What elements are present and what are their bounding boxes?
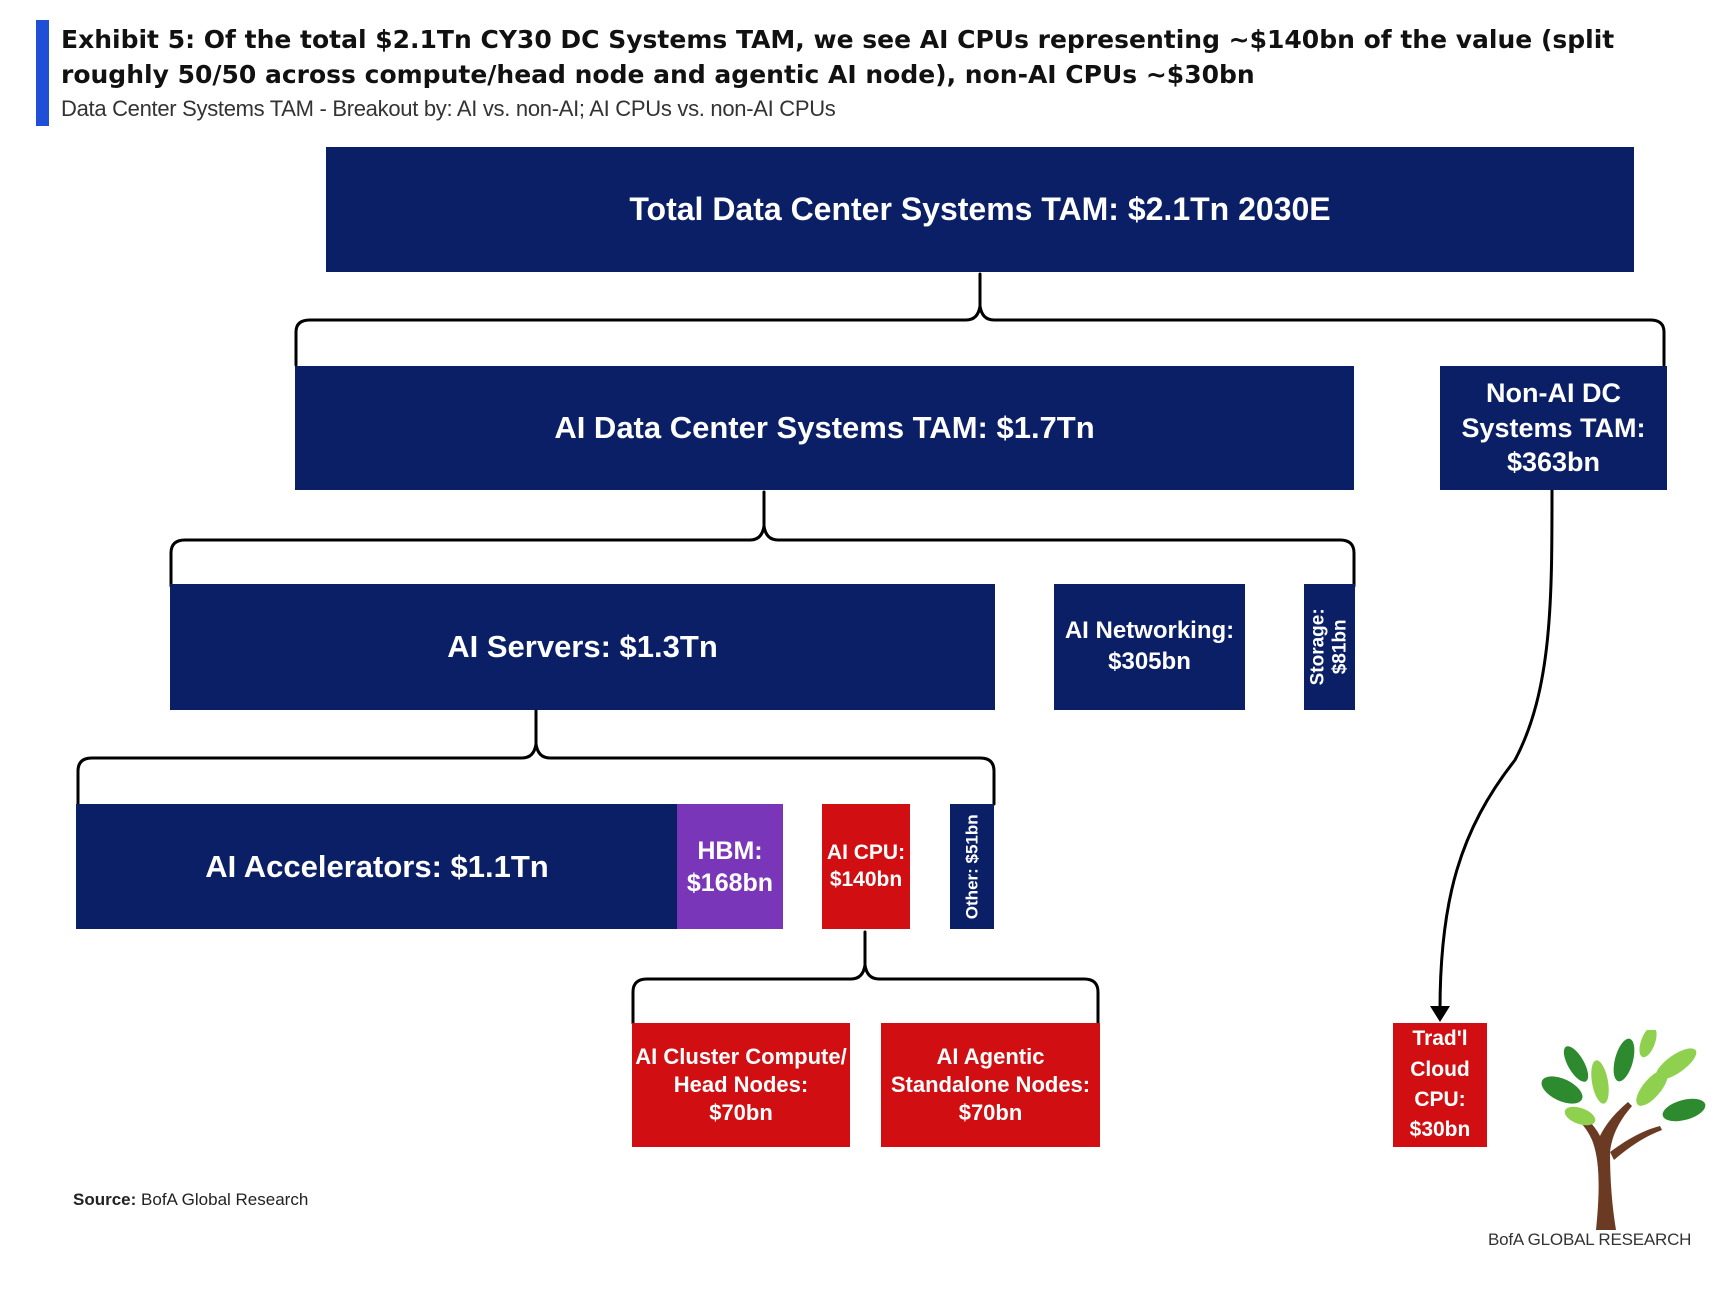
node-agentic: AI Agentic Standalone Nodes: $70bn bbox=[881, 1023, 1100, 1147]
node-agentic-line-3: $70bn bbox=[958, 1100, 1023, 1126]
node-ai-networking: AI Networking: $305bn bbox=[1054, 584, 1245, 710]
node-other-label: Other: $51bn bbox=[962, 814, 982, 919]
brace-ai-dc bbox=[169, 490, 1356, 588]
node-trad-cloud-cpu-line-3: CPU: bbox=[1414, 1088, 1466, 1111]
node-cluster-compute: AI Cluster Compute/ Head Nodes: $70bn bbox=[632, 1023, 850, 1147]
node-cluster-compute-line-2: Head Nodes: bbox=[673, 1071, 809, 1097]
node-other-text: Other: $51bn bbox=[962, 814, 982, 919]
node-hbm-line-2: $168bn bbox=[686, 868, 774, 897]
node-storage: Storage: $81bn bbox=[1304, 584, 1355, 710]
node-hbm: HBM: $168bn bbox=[677, 804, 783, 929]
node-cluster-compute-line-3: $70bn bbox=[709, 1100, 773, 1126]
source-text: BofA Global Research bbox=[136, 1190, 309, 1209]
node-non-ai-dc-line-2: Systems TAM: bbox=[1461, 412, 1646, 443]
brace-ai-cpu bbox=[631, 930, 1100, 1025]
node-ai-cpu-line-2: $140bn bbox=[829, 867, 903, 891]
node-ai-dc-label: AI Data Center Systems TAM: $1.7Tn bbox=[554, 410, 1095, 446]
node-ai-cpu-line-1: AI CPU: bbox=[826, 840, 906, 864]
arrow-head bbox=[1430, 1006, 1450, 1022]
node-non-ai-dc-line-3: $363bn bbox=[1506, 447, 1601, 478]
node-total-label: Total Data Center Systems TAM: $2.1Tn 20… bbox=[629, 191, 1331, 228]
node-trad-cloud-cpu: Trad'l Cloud CPU: $30bn bbox=[1393, 1023, 1487, 1147]
node-trad-cloud-cpu-line-4: $30bn bbox=[1409, 1118, 1471, 1142]
tree-logo-icon bbox=[1541, 1030, 1706, 1230]
source-label: Source: bbox=[73, 1190, 137, 1209]
node-ai-dc: AI Data Center Systems TAM: $1.7Tn bbox=[295, 366, 1354, 490]
node-trad-cloud-cpu-line-1: Trad'l bbox=[1412, 1027, 1468, 1051]
node-ai-accelerators: AI Accelerators: $1.1Tn bbox=[76, 804, 678, 929]
node-agentic-line-1: AI Agentic bbox=[936, 1043, 1045, 1069]
node-storage-line-1: Storage: bbox=[1307, 608, 1329, 686]
node-agentic-line-2: Standalone Nodes: bbox=[890, 1071, 1091, 1097]
node-ai-networking-line-2: $305bn bbox=[1108, 648, 1191, 675]
source-note: Source: BofA Global Research bbox=[73, 1190, 308, 1210]
node-other: Other: $51bn bbox=[950, 804, 994, 929]
node-ai-servers-label: AI Servers: $1.3Tn bbox=[447, 629, 718, 665]
exhibit-title: Exhibit 5: Of the total $2.1Tn CY30 DC S… bbox=[61, 25, 1615, 89]
node-trad-cloud-cpu-line-2: Cloud bbox=[1410, 1057, 1470, 1081]
node-non-ai-dc: Non-AI DC Systems TAM: $363bn bbox=[1440, 366, 1667, 490]
node-non-ai-dc-line-1: Non-AI DC bbox=[1486, 378, 1621, 409]
node-ai-networking-line-1: AI Networking: bbox=[1064, 617, 1235, 645]
node-storage-line-2: $81bn bbox=[1329, 619, 1351, 675]
exhibit-subtitle: Data Center Systems TAM - Breakout by: A… bbox=[61, 96, 836, 121]
brace-ai-servers bbox=[76, 708, 996, 806]
curve-non-ai-to-trad-cloud bbox=[1438, 488, 1554, 1012]
node-ai-accelerators-label: AI Accelerators: $1.1Tn bbox=[205, 848, 549, 884]
node-ai-cpu: AI CPU: $140bn bbox=[822, 804, 910, 929]
brace-total bbox=[294, 272, 1666, 367]
node-storage-text: Storage: $81bn bbox=[1308, 608, 1352, 685]
brand-label: BofA GLOBAL RESEARCH bbox=[1488, 1230, 1692, 1249]
node-total: Total Data Center Systems TAM: $2.1Tn 20… bbox=[326, 147, 1634, 272]
title-accent-bar bbox=[36, 20, 49, 126]
node-hbm-line-1: HBM: bbox=[697, 836, 763, 865]
node-ai-servers: AI Servers: $1.3Tn bbox=[170, 584, 995, 710]
node-cluster-compute-line-1: AI Cluster Compute/ bbox=[635, 1043, 847, 1069]
